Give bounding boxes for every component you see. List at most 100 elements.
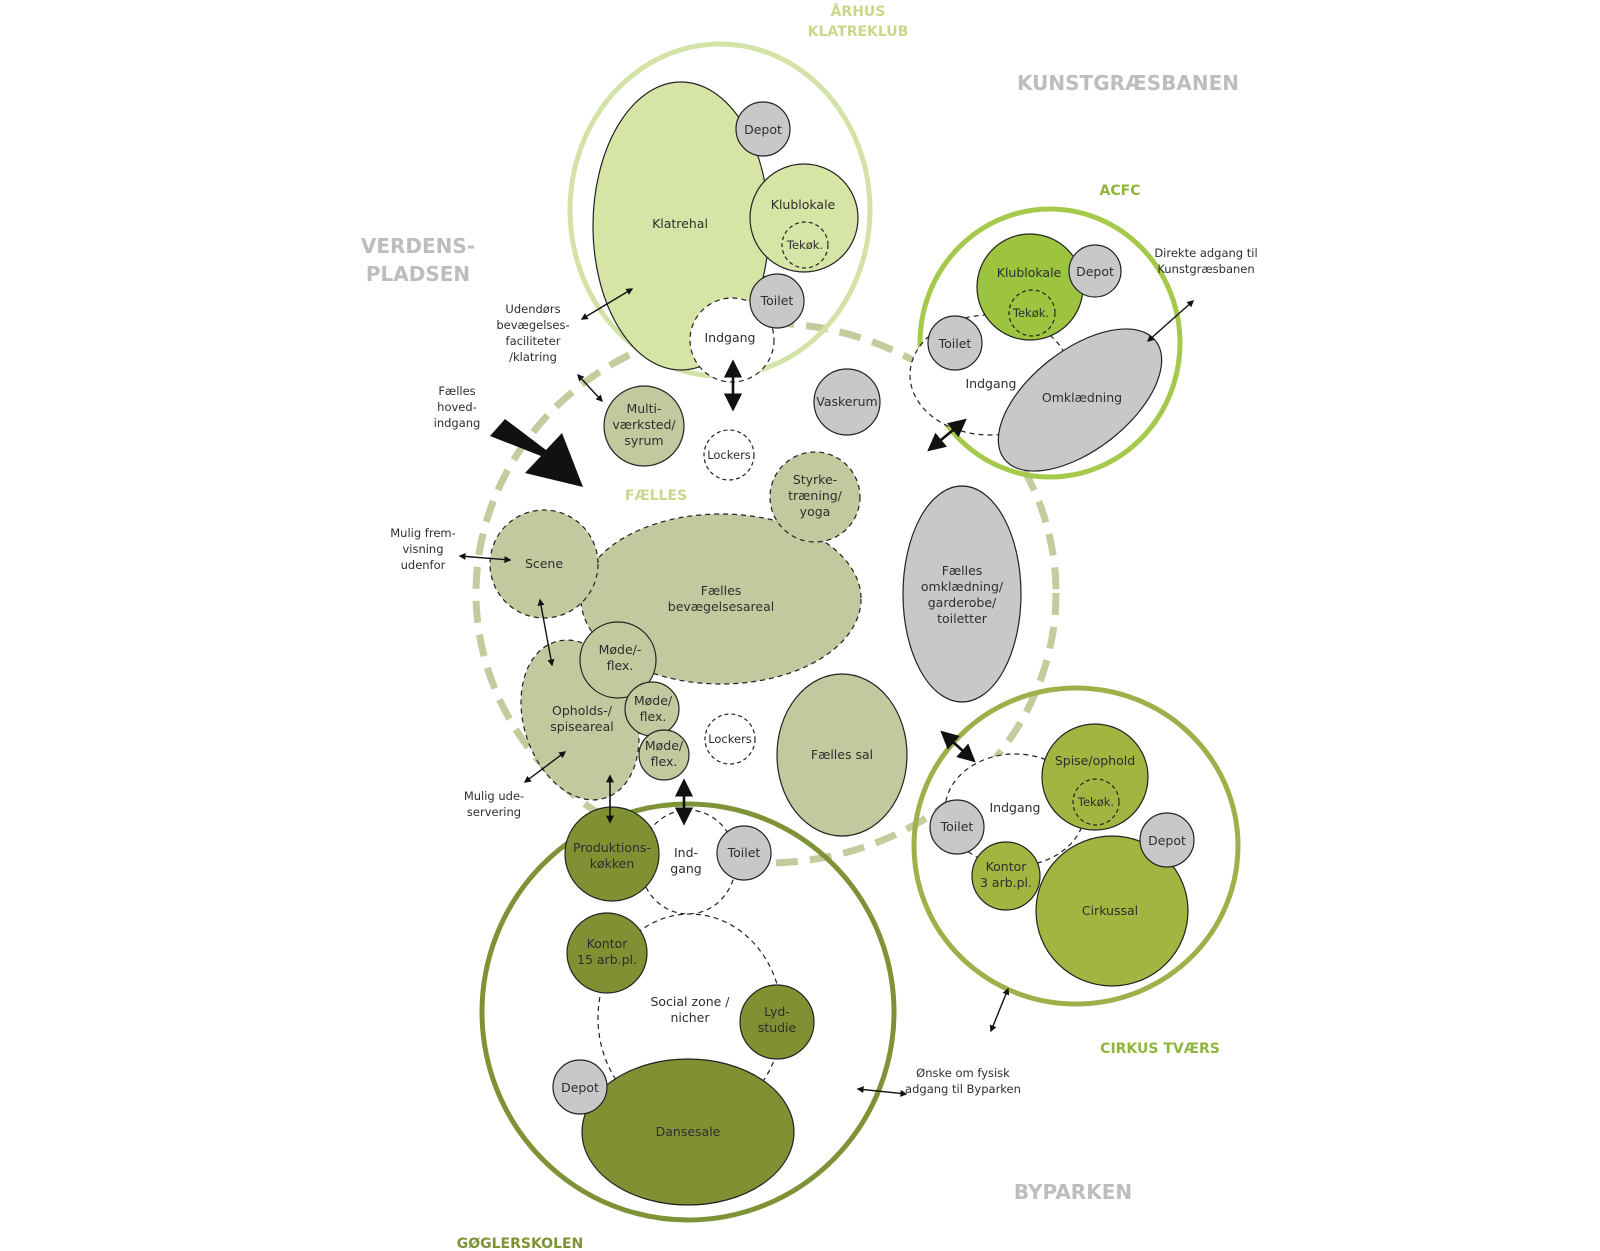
annotation-udeservering-2: servering bbox=[467, 805, 521, 819]
cirkus-indgang-label: Indgang bbox=[990, 800, 1041, 815]
annotation-udendors-3: faciliteter bbox=[506, 334, 561, 348]
annotation-udeservering-1: Mulig ude- bbox=[464, 789, 524, 803]
multi-label-1: Multi- bbox=[626, 401, 661, 416]
cirkus-spise-label: Spise/ophold bbox=[1055, 753, 1135, 768]
annotation-byparken-1: Ønske om fysisk bbox=[916, 1066, 1010, 1080]
group-label-cirkus-tvaers: CIRKUS TVÆRS bbox=[1100, 1041, 1220, 1057]
gogler-toilet-room bbox=[716, 825, 772, 881]
faelles-omklaedning-label-4: toiletter bbox=[937, 611, 988, 626]
acfc-tekok-zone bbox=[1008, 289, 1056, 337]
lydstudie-label-1: Lyd- bbox=[764, 1004, 790, 1019]
faelles-bevaegelse-label-1: Fælles bbox=[701, 583, 742, 598]
annotation-byparken-2: adgang til Byparken bbox=[905, 1082, 1021, 1096]
social-label-1: Social zone / bbox=[650, 994, 730, 1009]
produktion-label-1: Produktions- bbox=[573, 840, 651, 855]
annotation-fremvisning-3: udenfor bbox=[401, 558, 446, 572]
arrow-acfc-indgang-icon bbox=[927, 418, 967, 452]
cirkus-tekok-zone bbox=[1072, 778, 1120, 826]
lydstudie-label-2: studie bbox=[758, 1020, 797, 1035]
cirkus-kontor-label-1: Kontor bbox=[986, 859, 1028, 874]
cirkus-toilet-label: Toilet bbox=[940, 819, 974, 834]
cirkussal-label: Cirkussal bbox=[1082, 903, 1138, 918]
cirkus-kontor-label-2: 3 arb.pl. bbox=[980, 875, 1032, 890]
annotation-fremvisning-1: Mulig frem- bbox=[390, 526, 456, 540]
klatre-toilet-room bbox=[749, 273, 805, 329]
group-label-klatreklub-1: ÅRHUS bbox=[831, 3, 886, 20]
arrow-udeservering-icon bbox=[523, 751, 567, 783]
acfc-toilet-label: Toilet bbox=[938, 336, 972, 351]
multi-label-3: syrum bbox=[624, 433, 663, 448]
klatre-depot-label: Depot bbox=[744, 122, 782, 137]
arrow-klatre-faelles-icon bbox=[577, 373, 603, 403]
main-entrance-arrow-icon bbox=[490, 419, 583, 487]
annotation-hovedindgang-1: Fælles bbox=[438, 384, 475, 398]
annotation-fremvisning-2: visning bbox=[402, 542, 443, 556]
group-label-klatreklub-2: KLATREKLUB bbox=[808, 24, 909, 40]
group-label-goglerskolen: GØGLERSKOLEN bbox=[457, 1236, 584, 1251]
opholds-label-2: spiseareal bbox=[550, 719, 613, 734]
faelles-sal-label: Fælles sal bbox=[811, 747, 873, 762]
annotation-hovedindgang-2: hoved- bbox=[437, 400, 477, 414]
acfc-depot-label: Depot bbox=[1076, 264, 1114, 279]
acfc-omklaedning-label: Omklædning bbox=[1042, 390, 1122, 405]
mode-flex-room-1 bbox=[579, 621, 657, 699]
mode-flex-room-3 bbox=[638, 729, 690, 781]
group-label-acfc: ACFC bbox=[1100, 183, 1141, 199]
vaskerum-label: Vaskerum bbox=[816, 394, 877, 409]
acfc-depot-room bbox=[1068, 244, 1122, 298]
kontor15-label-1: Kontor bbox=[587, 936, 629, 951]
mode1-label-1: Møde/- bbox=[599, 642, 642, 657]
gogler-indgang-label-1: Ind- bbox=[674, 845, 698, 860]
styrke-label-3: yoga bbox=[800, 504, 831, 519]
kontor-15-room bbox=[566, 912, 648, 994]
klatre-tekok-label: Tekøk. bbox=[786, 238, 823, 252]
lockers-top-zone bbox=[703, 429, 755, 481]
cirkus-tvaers-boundary bbox=[911, 685, 1241, 1007]
faelles-omklaedning-label-3: garderobe/ bbox=[928, 595, 997, 610]
faelles-bevaegelse-label-2: bevægelsesareal bbox=[668, 599, 774, 614]
lockers-bottom-label: Lockers bbox=[708, 732, 752, 746]
arrow-udendors-klatring-icon bbox=[580, 288, 634, 320]
arrow-fremvisning-icon bbox=[458, 552, 512, 564]
context-label-verdenspladsen-1: VERDENS- bbox=[361, 234, 475, 258]
dansesale-label: Dansesale bbox=[656, 1124, 721, 1139]
opholds-label-1: Opholds-/ bbox=[552, 703, 613, 718]
arrow-cirkus-indgang-icon bbox=[940, 730, 976, 763]
lydstudie-room bbox=[739, 984, 815, 1060]
scene-label: Scene bbox=[525, 556, 563, 571]
arrow-cirkus-outside-icon bbox=[989, 987, 1010, 1033]
gogler-indgang-label-2: gang bbox=[670, 861, 701, 876]
gogler-depot-label: Depot bbox=[561, 1080, 599, 1095]
faelles-omklaedning-label-1: Fælles bbox=[942, 563, 983, 578]
styrketraening-room bbox=[769, 451, 861, 543]
vaskerum-room bbox=[813, 368, 881, 436]
cirkus-depot-label: Depot bbox=[1148, 833, 1186, 848]
klatre-indgang-label: Indgang bbox=[705, 330, 756, 345]
acfc-indgang-label: Indgang bbox=[966, 376, 1017, 391]
social-label-2: nicher bbox=[670, 1010, 710, 1025]
cirkus-tekok-label: Tekøk. bbox=[1077, 795, 1114, 809]
gogler-depot-room bbox=[552, 1059, 608, 1115]
context-label-kunstgraesbanen: KUNSTGRÆSBANEN bbox=[1017, 71, 1239, 95]
acfc-klublokale-label: Klublokale bbox=[997, 265, 1062, 280]
faelles-sal-room bbox=[776, 673, 908, 837]
cirkus-spise-ophold-room bbox=[1041, 723, 1149, 831]
acfc-toilet-room bbox=[927, 315, 983, 371]
annotation-hovedindgang-3: indgang bbox=[434, 416, 481, 430]
cirkus-depot-room bbox=[1139, 812, 1195, 868]
produktion-label-2: køkken bbox=[590, 856, 635, 871]
gogler-toilet-label: Toilet bbox=[727, 845, 761, 860]
lockers-bottom-zone bbox=[704, 713, 756, 765]
lockers-top-label: Lockers bbox=[707, 448, 751, 462]
mode2-label-2: flex. bbox=[640, 709, 667, 724]
multi-label-2: værksted/ bbox=[612, 417, 676, 432]
arrow-kunstgraesbanen-icon bbox=[1146, 300, 1195, 342]
annotation-direkte-1: Direkte adgang til bbox=[1154, 246, 1257, 260]
mode2-label-1: Møde/ bbox=[634, 693, 673, 708]
arrow-byparken-icon bbox=[856, 1086, 908, 1097]
klatre-klublokale-room bbox=[749, 163, 859, 273]
faelles-omklaedning-label-2: omklædning/ bbox=[921, 579, 1004, 594]
annotation-udendors-4: /klatring bbox=[509, 350, 557, 364]
klatre-tekok-zone bbox=[781, 221, 829, 269]
